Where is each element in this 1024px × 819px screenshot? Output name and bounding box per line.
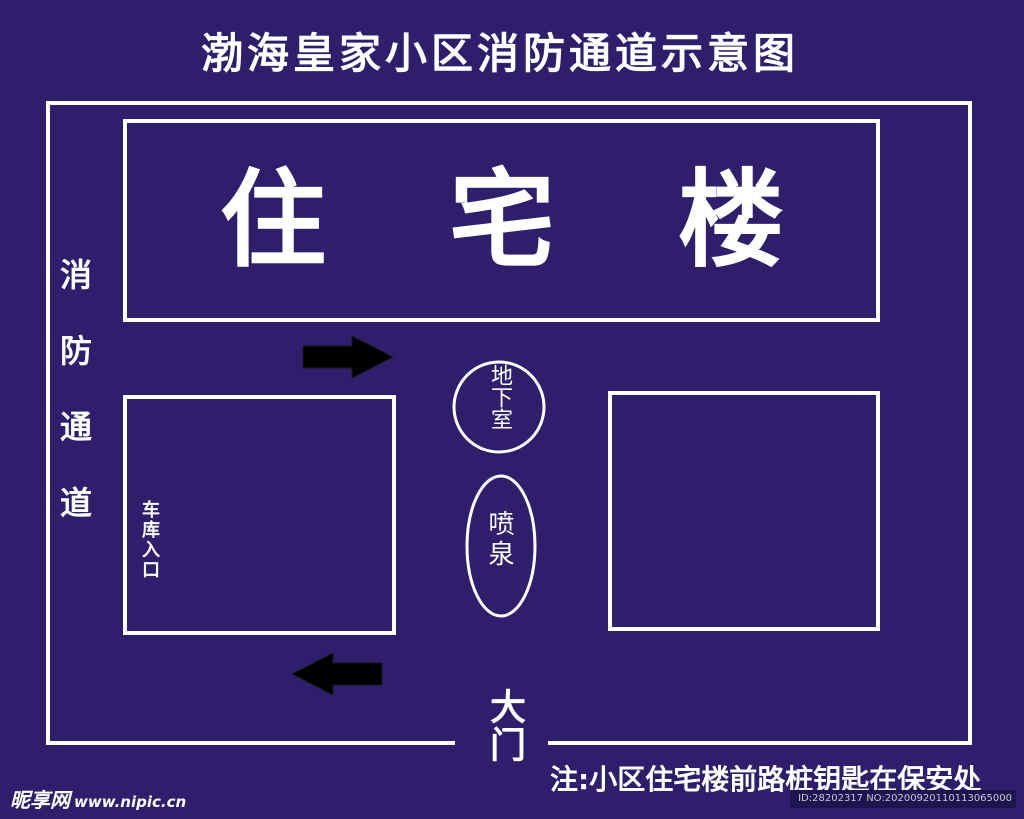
- watermark-url: www.nipic.cn: [74, 793, 187, 811]
- right-block-outline: [608, 391, 880, 631]
- main-gate-label: 大门: [484, 688, 525, 764]
- arrow-right-icon: [302, 335, 395, 379]
- building-label-char: 住: [220, 159, 326, 282]
- basement-label: 地下室: [487, 364, 512, 430]
- fire-lane-label: 消防通道: [55, 258, 93, 562]
- basement-circle: [452, 360, 546, 454]
- fountain-label: 喷泉: [484, 510, 514, 570]
- arrow-left-icon: [290, 652, 383, 696]
- garage-entrance-label: 车库入口: [139, 500, 160, 580]
- fountain-ellipse: [465, 474, 537, 618]
- building-label-char: 楼: [678, 159, 784, 282]
- diagram-title: 渤海皇家小区消防通道示意图: [200, 29, 799, 78]
- garage-block-outline: [123, 395, 396, 635]
- residential-building-outline: [123, 119, 880, 322]
- residential-building-label: 住 宅 楼: [128, 158, 876, 284]
- building-label-char: 宅: [449, 159, 555, 282]
- outer-boundary: [46, 101, 972, 745]
- watermark-id: ID:28202317 NO:20200920110113065000: [790, 790, 1016, 808]
- watermark-logo-text: 昵享网: [10, 788, 70, 812]
